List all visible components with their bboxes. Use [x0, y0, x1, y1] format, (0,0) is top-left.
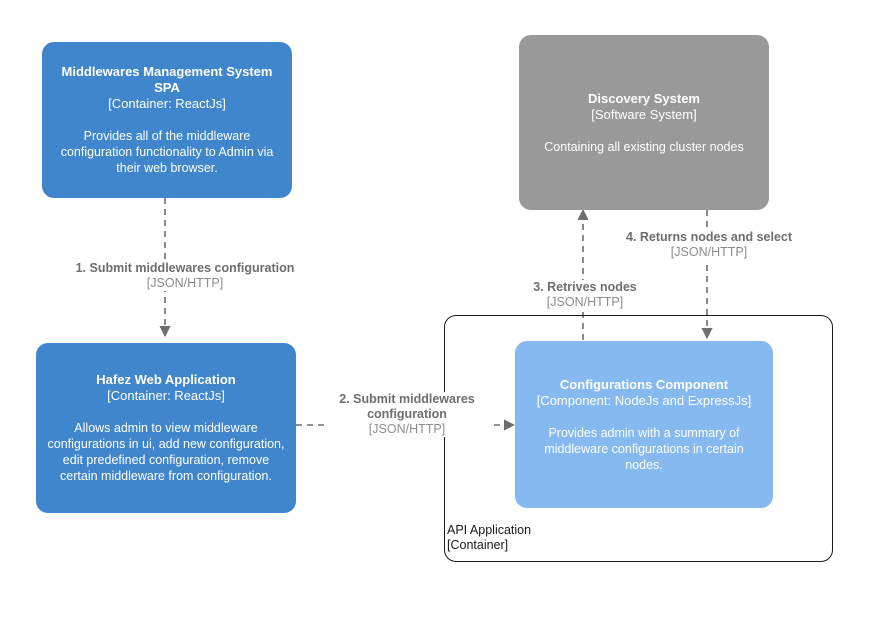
node-configurations-title: Configurations Component: [559, 376, 729, 392]
edge-3-label-text: 3. Retrives nodes: [533, 280, 637, 294]
boundary-api-application[interactable]: [444, 315, 833, 562]
node-spa-description: Provides all of the middleware configura…: [60, 129, 274, 175]
node-discovery-title: Discovery System: [587, 90, 700, 106]
node-configurations-component[interactable]: Configurations Component [Component: Nod…: [515, 341, 773, 508]
edge-4-protocol: [JSON/HTTP]: [670, 245, 748, 259]
node-spa-title: Middlewares Management System SPA: [61, 64, 273, 95]
node-middlewares-management-system-spa[interactable]: Middlewares Management System SPA [Conta…: [42, 42, 292, 198]
node-configurations-tech: [Component: NodeJs and ExpressJs]: [536, 392, 752, 408]
edge-3-protocol: [JSON/HTTP]: [546, 295, 624, 309]
edge-1-protocol: [JSON/HTTP]: [146, 276, 224, 290]
node-hafez-description: Allows admin to view middleware configur…: [47, 421, 285, 483]
node-discovery-tech: [Software System]: [591, 106, 697, 122]
node-hafez-tech: [Container: ReactJs]: [107, 388, 225, 403]
edge-2-label-text: 2. Submit middlewares configuration: [339, 392, 475, 421]
edge-1-label-text: 1. Submit middlewares configuration: [75, 261, 295, 275]
node-hafez-title: Hafez Web Application: [96, 372, 236, 387]
edge-2-label: 2. Submit middlewares configuration [JSO…: [325, 392, 489, 437]
edge-2-protocol: [JSON/HTTP]: [368, 422, 446, 436]
edge-4-label: 4. Returns nodes and select [JSON/HTTP]: [603, 230, 815, 260]
boundary-api-application-label: API Application [Container]: [447, 523, 532, 552]
node-discovery-system[interactable]: Discovery System [Software System] Conta…: [519, 35, 769, 210]
edge-3-label: 3. Retrives nodes [JSON/HTTP]: [500, 280, 670, 310]
node-discovery-description: Containing all existing cluster nodes: [544, 139, 744, 154]
edge-1-label: 1. Submit middlewares configuration [JSO…: [40, 261, 330, 291]
node-spa-tech: [Container: ReactJs]: [108, 96, 226, 111]
edge-4-label-text: 4. Returns nodes and select: [625, 230, 793, 244]
node-configurations-description: Provides admin with a summary of middlew…: [544, 425, 744, 472]
node-hafez-web-application[interactable]: Hafez Web Application [Container: ReactJ…: [36, 343, 296, 513]
